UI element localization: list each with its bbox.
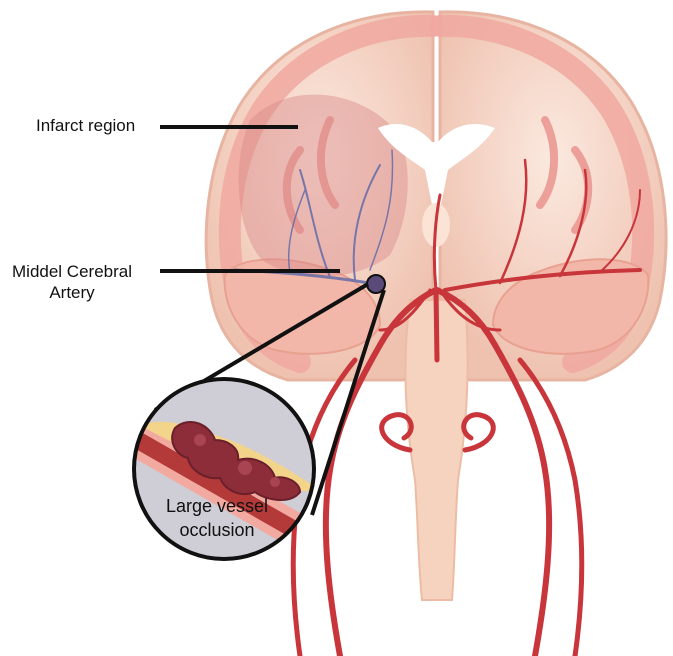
middle-cerebral-artery-label: Middel Cerebral Artery: [12, 261, 132, 303]
mca-label-line-2: Artery: [12, 282, 132, 303]
occlusion-label-line-1: Large vessel: [166, 496, 268, 516]
mca-label-line-1: Middel Cerebral: [12, 261, 132, 282]
infarct-region-label: Infarct region: [36, 115, 135, 136]
large-vessel-occlusion-label: Large vessel occlusion: [150, 494, 284, 542]
occlusion-label-line-2: occlusion: [179, 520, 254, 540]
infarct-area: [239, 95, 408, 277]
